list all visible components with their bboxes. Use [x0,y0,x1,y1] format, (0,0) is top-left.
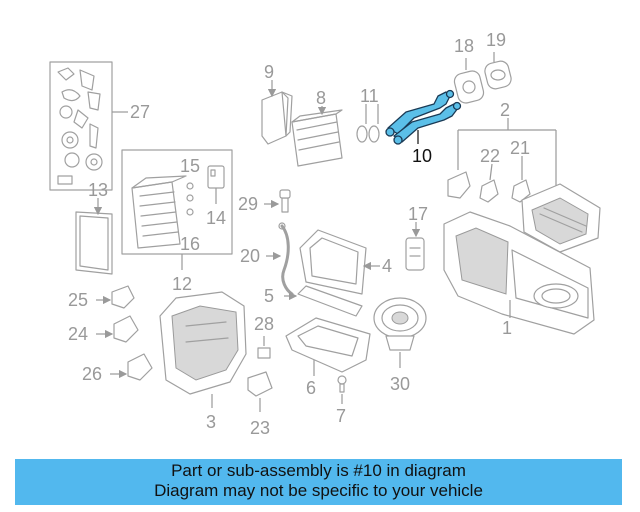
callout-4: 4 [382,256,392,276]
callout-5: 5 [264,286,274,306]
part-28-connector[interactable] [257,336,271,359]
callout-27: 27 [130,102,150,122]
part-9-bracket[interactable] [261,80,293,145]
callout-2: 2 [500,100,510,120]
part-10-heater-pipe[interactable] [385,89,462,145]
callout-6: 6 [306,378,316,398]
part-6-tray[interactable] [285,317,371,376]
part-3-housing[interactable] [159,291,247,408]
callout-12: 12 [172,274,192,294]
part-14-valve[interactable] [207,165,225,204]
part-18-gasket[interactable] [453,58,485,105]
callout-16: 16 [180,234,200,254]
part-17-resistor[interactable] [405,222,425,271]
banner-line-2: Diagram may not be specific to your vehi… [154,481,483,500]
callout-22: 22 [480,146,500,166]
part-24-actuator[interactable] [96,315,139,343]
callout-11: 11 [360,86,379,106]
callout-13: 13 [88,180,108,200]
callout-7: 7 [336,406,346,426]
info-banner: Part or sub-assembly is #10 in diagram D… [15,459,622,505]
callout-21: 21 [510,138,530,158]
callout-9: 9 [264,62,274,82]
callout-23: 23 [250,418,270,438]
callout-14: 14 [206,208,226,228]
callout-8: 8 [316,88,326,108]
part-1-housing[interactable] [443,211,595,335]
part-housing-upper[interactable] [521,183,601,253]
part-12-evaporator[interactable] [121,149,233,270]
callout-20: 20 [240,246,260,266]
parts-diagram: 27 13 12 15 16 14 9 [49,30,601,438]
part-7-clip[interactable] [337,375,347,404]
callout-28: 28 [254,314,274,334]
callout-29: 29 [238,194,258,214]
part-30-blower[interactable] [373,297,427,368]
part-2-case-parts[interactable] [447,118,557,203]
callout-15: 15 [180,156,200,176]
part-23-actuator[interactable] [247,371,273,412]
callout-30: 30 [390,374,410,394]
part-4-filter-frame[interactable] [299,229,380,295]
part-20-hose[interactable] [266,222,294,296]
callout-1: 1 [502,318,512,338]
banner-line-1: Part or sub-assembly is #10 in diagram [171,461,466,480]
part-27-kit[interactable] [49,61,128,191]
part-19-gasket[interactable] [483,52,513,91]
callout-26: 26 [82,364,102,384]
part-29-screw[interactable] [264,189,291,213]
part-8-heater-core[interactable] [291,106,343,167]
part-11-orings[interactable] [356,104,380,143]
part-25-actuator[interactable] [96,285,135,309]
part-26-actuator[interactable] [110,353,153,381]
part-5-strip[interactable] [284,285,363,317]
callout-18: 18 [454,36,474,56]
part-13-filter[interactable] [75,198,113,275]
callout-25: 25 [68,290,88,310]
callout-3: 3 [206,412,216,432]
callout-19: 19 [486,30,506,50]
part-15-oring[interactable] [186,182,194,216]
callout-17: 17 [408,204,428,224]
callout-10: 10 [412,146,432,166]
callout-24: 24 [68,324,88,344]
